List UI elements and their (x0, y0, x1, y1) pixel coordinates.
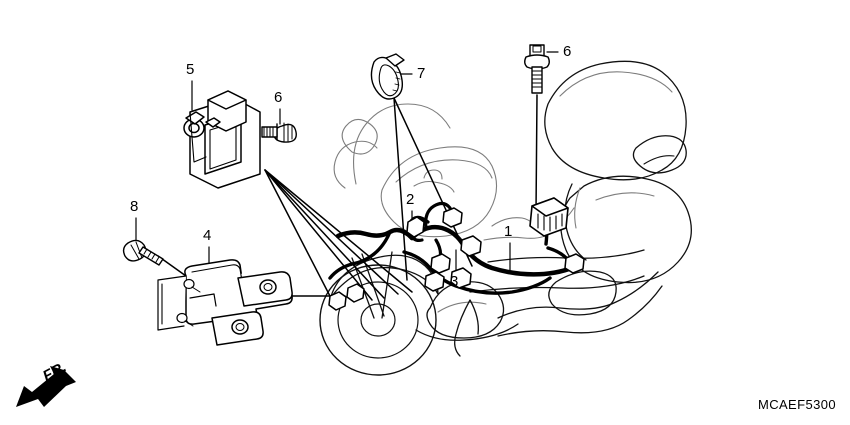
part-code-label: MCAEF5300 (757, 397, 836, 412)
trunk-lid-seam (559, 71, 673, 97)
pointer-clip-7a (393, 97, 408, 281)
connector-right-tail-end (564, 253, 585, 274)
clip-inner-gap (378, 64, 399, 97)
clip-ribs (392, 71, 401, 92)
pointer-bolt-6b (535, 94, 538, 214)
front-wheel-rim (337, 281, 419, 359)
pointer-bracket-d (264, 169, 413, 293)
pointer-bracket-e (264, 169, 333, 301)
handlebar (413, 169, 455, 193)
frame-rail-lower (469, 275, 645, 293)
connector-left-eyelet-2 (328, 291, 347, 311)
harness-left-loop (335, 227, 415, 241)
front-cowl (333, 140, 378, 189)
bolt-8-head-facet (130, 241, 143, 260)
front-wheel-tire (319, 264, 437, 376)
front-brake-disc (360, 303, 396, 337)
bracket-hole-lower-tick (184, 320, 194, 327)
callout-number-6a: 6 (274, 89, 283, 106)
bracket-step (189, 293, 217, 307)
mirror-left (341, 118, 378, 155)
sensor-small-stud (205, 117, 221, 128)
connector-left-eyelet (346, 283, 365, 303)
bracket-hole-upper (183, 278, 195, 290)
sensor-edge-highlight (189, 111, 207, 163)
flange-bolt-6a (261, 122, 297, 143)
rear-mudguard-inner (574, 187, 581, 229)
fr-arrow-shape (16, 366, 76, 407)
lower-cowl (415, 323, 519, 341)
bracket-hole-ear-upper-inner (263, 283, 273, 291)
callout-number-1: 1 (504, 223, 513, 240)
bolt-6b-flange (524, 54, 550, 70)
bracket-hole-ear-lower-inner (235, 323, 245, 331)
bolt-6b-socket-hole (532, 45, 542, 53)
saddlebag-seam (595, 192, 655, 201)
saddlebag (560, 175, 692, 284)
wire-clip-7 (370, 53, 405, 100)
tank-seam (395, 159, 493, 183)
bracket-hole-lower (176, 312, 188, 324)
harness-left-branch (350, 230, 392, 266)
sensor-connector-top (207, 90, 247, 110)
callout-number-6b: 6 (563, 43, 572, 60)
bolt-6a-threads (263, 126, 274, 138)
trunk-latch (632, 135, 687, 174)
fuel-tank (380, 146, 498, 238)
callout-number-2: 2 (406, 191, 415, 208)
rear-trunk (544, 60, 687, 181)
exhaust-pipe-lower (497, 285, 663, 337)
connector-mid-b (430, 253, 451, 274)
pointer-bracket-c (264, 169, 399, 295)
mounting-bracket-stay (157, 259, 293, 346)
callout-number-4: 4 (203, 227, 212, 244)
pointer-bracket-a (264, 169, 373, 301)
engine-cover-seam (437, 301, 487, 313)
callout-number-5: 5 (186, 61, 195, 78)
trunk-latch-slot (643, 155, 675, 165)
connector-lower-b (424, 271, 445, 292)
callout-number-7: 7 (417, 65, 426, 82)
exhaust-pipe (497, 271, 659, 319)
footpeg-bracket (454, 299, 479, 357)
flange-bolt-6b (524, 44, 550, 94)
bolt-6a-head-ribs (283, 122, 293, 143)
muffler (548, 270, 617, 316)
connector-block-top (531, 197, 569, 217)
front-direction-arrow (16, 366, 76, 407)
callout-number-3: 3 (450, 273, 459, 290)
connector-harness-clamp (406, 216, 425, 238)
pointer-bracket-b (264, 169, 385, 299)
bolt-6b-threads (531, 70, 543, 88)
harness-left-tail (328, 262, 354, 280)
connector-mid-a (460, 235, 482, 257)
connector-lower-a (450, 267, 472, 289)
motorcycle-outline (319, 60, 692, 376)
connector-upper-small (442, 207, 463, 228)
bolt-8-threads (143, 248, 160, 263)
clip-head-tab (385, 53, 405, 67)
bracket-hole-upper-tick (191, 286, 201, 293)
connector-block-pins (537, 213, 563, 232)
control-unit-sensor (183, 90, 261, 189)
flange-bolt-8 (122, 239, 164, 266)
callout-number-8: 8 (130, 198, 139, 215)
harness-main-trunk (409, 224, 583, 277)
harness-connectors (328, 197, 585, 311)
